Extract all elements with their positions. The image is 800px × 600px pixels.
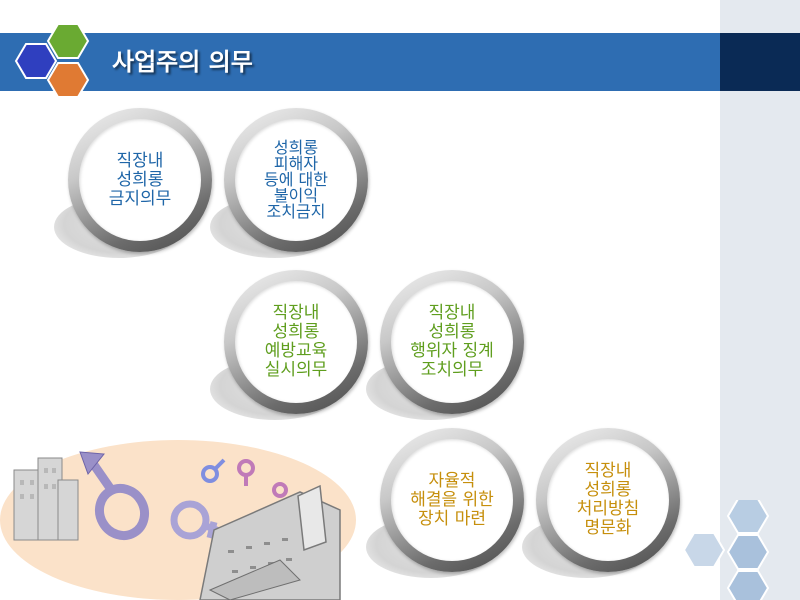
hex-deco-icon (726, 570, 770, 600)
male-arrow-icon (79, 451, 105, 476)
title-bar (0, 33, 720, 91)
circle-text-line: 예방교육 (264, 341, 328, 361)
circle-content: 성희롱 피해자 등에 대한 불이익 조치금지 (235, 119, 357, 241)
duty-circle-prevention-education: 직장내 성희롱 예방교육 실시의무 (210, 270, 384, 430)
duty-circle-prohibition: 직장내 성희롱 금지의무 (54, 108, 228, 268)
duty-circle-disciplinary-action: 직장내 성희롱 행위자 징계 조치의무 (366, 270, 540, 430)
circle-text-line: 행위자 징계 (410, 341, 494, 361)
circle-text-line: 불이익 (273, 186, 319, 205)
circle-text-line: 장치 마련 (418, 508, 486, 529)
circle-text-line: 처리방침 (576, 499, 640, 519)
circle-text-line: 명문화 (584, 518, 632, 538)
foreground-building-icon (199, 484, 341, 600)
title-bar-end-block (720, 33, 800, 91)
small-gender-symbols-icon (201, 458, 288, 498)
circle-content: 직장내 성희롱 금지의무 (79, 119, 201, 241)
circle-content: 직장내 성희롱 예방교육 실시의무 (235, 281, 357, 403)
right-side-panel (720, 0, 800, 600)
circle-text-line: 직장내 (272, 303, 320, 323)
circle-text-line: 실시의무 (264, 360, 328, 380)
circle-text-line: 해결을 위한 (410, 489, 494, 510)
circle-text-line: 성희롱 (428, 322, 476, 342)
background-buildings-icon (13, 457, 79, 541)
hex-deco-icon (726, 500, 770, 534)
circle-text-line: 조치금지 (266, 202, 326, 221)
circle-text-line: 등에 대한 (264, 170, 328, 189)
circle-content: 직장내 성희롱 행위자 징계 조치의무 (391, 281, 513, 403)
circle-text-line: 성희롱 (584, 480, 632, 500)
gender-symbols-city-illustration (0, 440, 356, 600)
hex-blue-icon (14, 43, 58, 79)
hexagon-cluster-logo (14, 23, 90, 98)
duty-circle-no-disadvantage: 성희롱 피해자 등에 대한 불이익 조치금지 (210, 108, 384, 268)
duty-circle-handling-policy: 직장내 성희롱 처리방침 명문화 (522, 428, 696, 588)
circle-text-line: 성희롱 (273, 138, 319, 157)
hex-orange-icon (46, 62, 90, 98)
circle-text-line: 직장내 (584, 461, 632, 481)
circle-text-line: 직장내 (428, 303, 476, 323)
hex-deco-icon (726, 534, 770, 570)
circle-content: 직장내 성희롱 처리방침 명문화 (547, 439, 669, 561)
circle-content: 자율적 해결을 위한 장치 마련 (391, 439, 513, 561)
circle-text-line: 성희롱 (272, 322, 320, 342)
circle-text-line: 자율적 (428, 470, 476, 491)
hex-green-icon (46, 23, 90, 59)
hex-deco-icon (682, 532, 726, 568)
male-symbol-icon (88, 459, 150, 541)
duty-circle-voluntary-resolution: 자율적 해결을 위한 장치 마련 (366, 428, 540, 588)
circle-text-line: 직장내 (116, 150, 164, 171)
light-blue-hexagons (682, 500, 770, 600)
circle-text-line: 피해자 (273, 154, 319, 173)
building-windows-icon (20, 468, 56, 499)
circle-text-line: 조치의무 (420, 360, 484, 380)
circle-text-line: 금지의무 (108, 188, 172, 209)
slide-title: 사업주의 의무 (112, 48, 253, 76)
circle-text-line: 성희롱 (116, 169, 164, 190)
